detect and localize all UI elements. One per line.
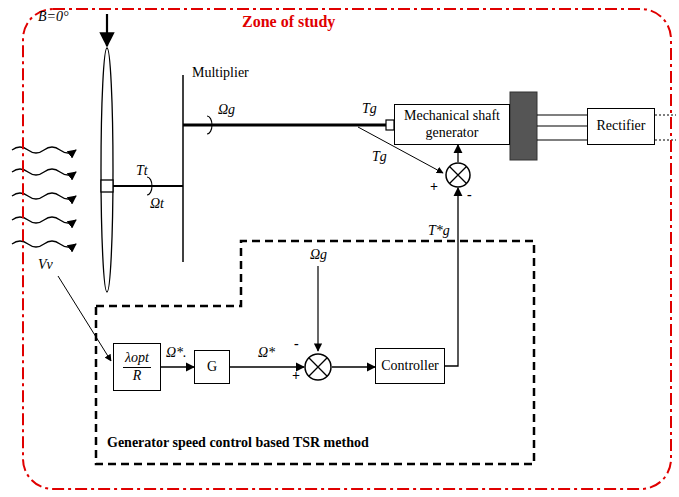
low-speed-shaft	[113, 185, 183, 187]
multiplier-gear	[182, 75, 184, 262]
shaft-coupling	[386, 120, 394, 130]
node-text: R	[131, 368, 144, 384]
node-text: Controller	[381, 358, 439, 374]
signal-label: Ω*	[258, 346, 275, 360]
signal-label: Ωg	[218, 103, 235, 117]
summing-circle	[304, 353, 332, 381]
speed-feedback-wire	[317, 266, 318, 351]
zone-outline	[22, 8, 672, 490]
gearbox-gain-box: G	[194, 350, 230, 384]
node-text: +	[430, 180, 438, 194]
signal-arrow	[332, 366, 375, 367]
node-text: λopt	[123, 350, 151, 367]
node-text: Generator speed control based TSR method	[105, 436, 371, 450]
pitch-label: B=0°	[38, 10, 69, 24]
generator-box: Mechanical shaft generator	[394, 104, 510, 145]
signal-arrow	[445, 188, 458, 366]
signal-label: Ωt	[150, 197, 164, 211]
signal-label: Ωg	[310, 248, 327, 262]
wind-arrows	[12, 147, 76, 247]
signal-label: Tt	[136, 164, 148, 178]
signal-arrow	[161, 366, 194, 367]
high-speed-shaft	[183, 124, 386, 127]
generator-terminal	[510, 92, 537, 160]
summing-junction: -+	[304, 353, 332, 381]
signal-label: Tg	[362, 102, 377, 116]
signal-arrow	[457, 145, 458, 162]
summing-circle	[445, 162, 471, 188]
signal-label: T*g	[428, 224, 450, 238]
part-label: Multiplier	[192, 66, 249, 80]
rotation-arc	[147, 177, 152, 195]
node-text: -	[467, 188, 472, 202]
control-region: Generator speed control based TSR method…	[95, 240, 535, 465]
wind-speed-wire	[58, 276, 111, 361]
rotation-arc	[207, 116, 212, 134]
node-text: G	[207, 359, 217, 375]
summing-junction: +-	[445, 162, 471, 188]
node-text: +	[292, 369, 300, 383]
pitch-arrow	[106, 14, 108, 46]
node-text: Rectifier	[597, 118, 646, 134]
signal-arrow	[230, 366, 304, 367]
signal-label: Ω*.	[166, 346, 187, 360]
region-outline	[95, 240, 535, 465]
signal-label: Tg	[372, 150, 387, 164]
tsr-gain-box: λoptR	[113, 343, 161, 391]
turbine-hub	[101, 180, 113, 192]
rectifier-box: Rectifier	[587, 108, 655, 145]
signal-label: Vv	[38, 258, 53, 272]
node-text: Zone of study	[240, 14, 337, 30]
study-zone: Zone of studyMechanical shaft generatorR…	[22, 8, 672, 490]
node-text: Mechanical shaft generator	[400, 108, 504, 140]
node-text: -	[294, 337, 299, 351]
turbine-blade	[101, 48, 113, 292]
controller-box: Controller	[375, 348, 445, 384]
